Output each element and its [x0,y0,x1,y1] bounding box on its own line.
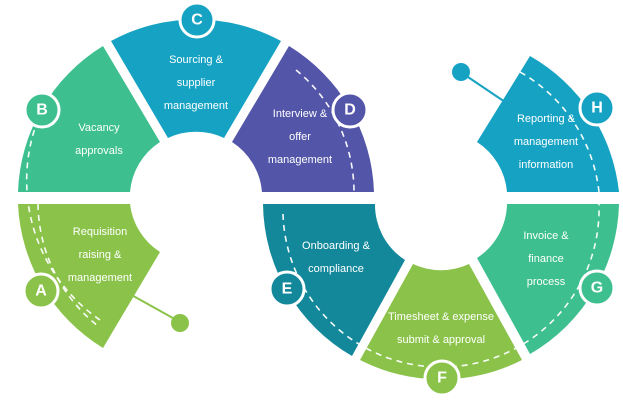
svg-text:management: management [68,272,132,284]
end-dot [452,63,470,81]
svg-text:F: F [437,370,447,387]
segment-d[interactable] [232,46,374,192]
svg-text:submit & approval: submit & approval [397,334,485,346]
svg-text:management: management [164,100,228,112]
svg-text:A: A [35,283,47,300]
svg-text:supplier: supplier [177,77,216,89]
svg-text:D: D [344,102,356,119]
svg-text:G: G [591,280,603,297]
end-connector-line [461,72,509,105]
svg-text:Reporting &: Reporting & [517,113,576,125]
svg-text:Sourcing &: Sourcing & [169,54,223,66]
step-label-e: Onboarding & compliance [302,240,371,275]
svg-text:E: E [282,281,293,298]
segment-h[interactable] [477,56,619,192]
step-label-b: Vacancy approvals [75,122,123,157]
segment-f[interactable] [360,264,522,380]
svg-text:Interview &: Interview & [273,108,328,120]
segment-g[interactable] [477,204,619,354]
start-connector-line [127,292,181,323]
badge-g[interactable]: G [578,269,616,307]
svg-text:B: B [36,102,48,119]
svg-text:Timesheet & expense: Timesheet & expense [388,311,494,323]
start-dot [171,314,189,332]
step-label-h: Reporting & management information [514,113,578,171]
svg-text:raising &: raising & [79,249,122,261]
dashed-guide-left [25,10,293,321]
svg-text:finance: finance [528,253,563,265]
badge-d[interactable]: D [331,91,369,129]
badge-f[interactable]: F [423,359,461,397]
dashed-guide-left-lower [37,203,99,327]
svg-text:approvals: approvals [75,145,123,157]
segment-e[interactable] [263,204,405,356]
badge-h[interactable]: H [578,89,616,127]
svg-text:management: management [514,136,578,148]
svg-text:C: C [191,12,203,29]
segment-a[interactable] [18,204,160,348]
svg-text:Vacancy: Vacancy [78,122,120,134]
svg-text:information: information [519,159,573,171]
step-label-c: Sourcing & supplier management [164,54,228,112]
segment-c[interactable] [111,19,281,138]
svg-text:offer: offer [289,131,311,143]
step-label-g: Invoice & finance process [523,230,569,288]
svg-text:Onboarding &: Onboarding & [302,240,371,252]
svg-text:compliance: compliance [308,263,364,275]
svg-text:Invoice &: Invoice & [523,230,569,242]
badge-e[interactable]: E [268,270,306,308]
step-label-d: Interview & offer management [268,108,332,166]
svg-text:H: H [591,100,603,117]
badge-a[interactable]: A [22,272,60,310]
badge-c[interactable]: C [178,1,216,39]
step-label-f: Timesheet & expense submit & approval [388,311,494,346]
svg-text:process: process [527,276,566,288]
svg-text:management: management [268,154,332,166]
badge-b[interactable]: B [23,91,61,129]
svg-text:Requisition: Requisition [73,226,127,238]
segment-b[interactable] [18,46,160,192]
step-label-a: Requisition raising & management [68,226,132,284]
